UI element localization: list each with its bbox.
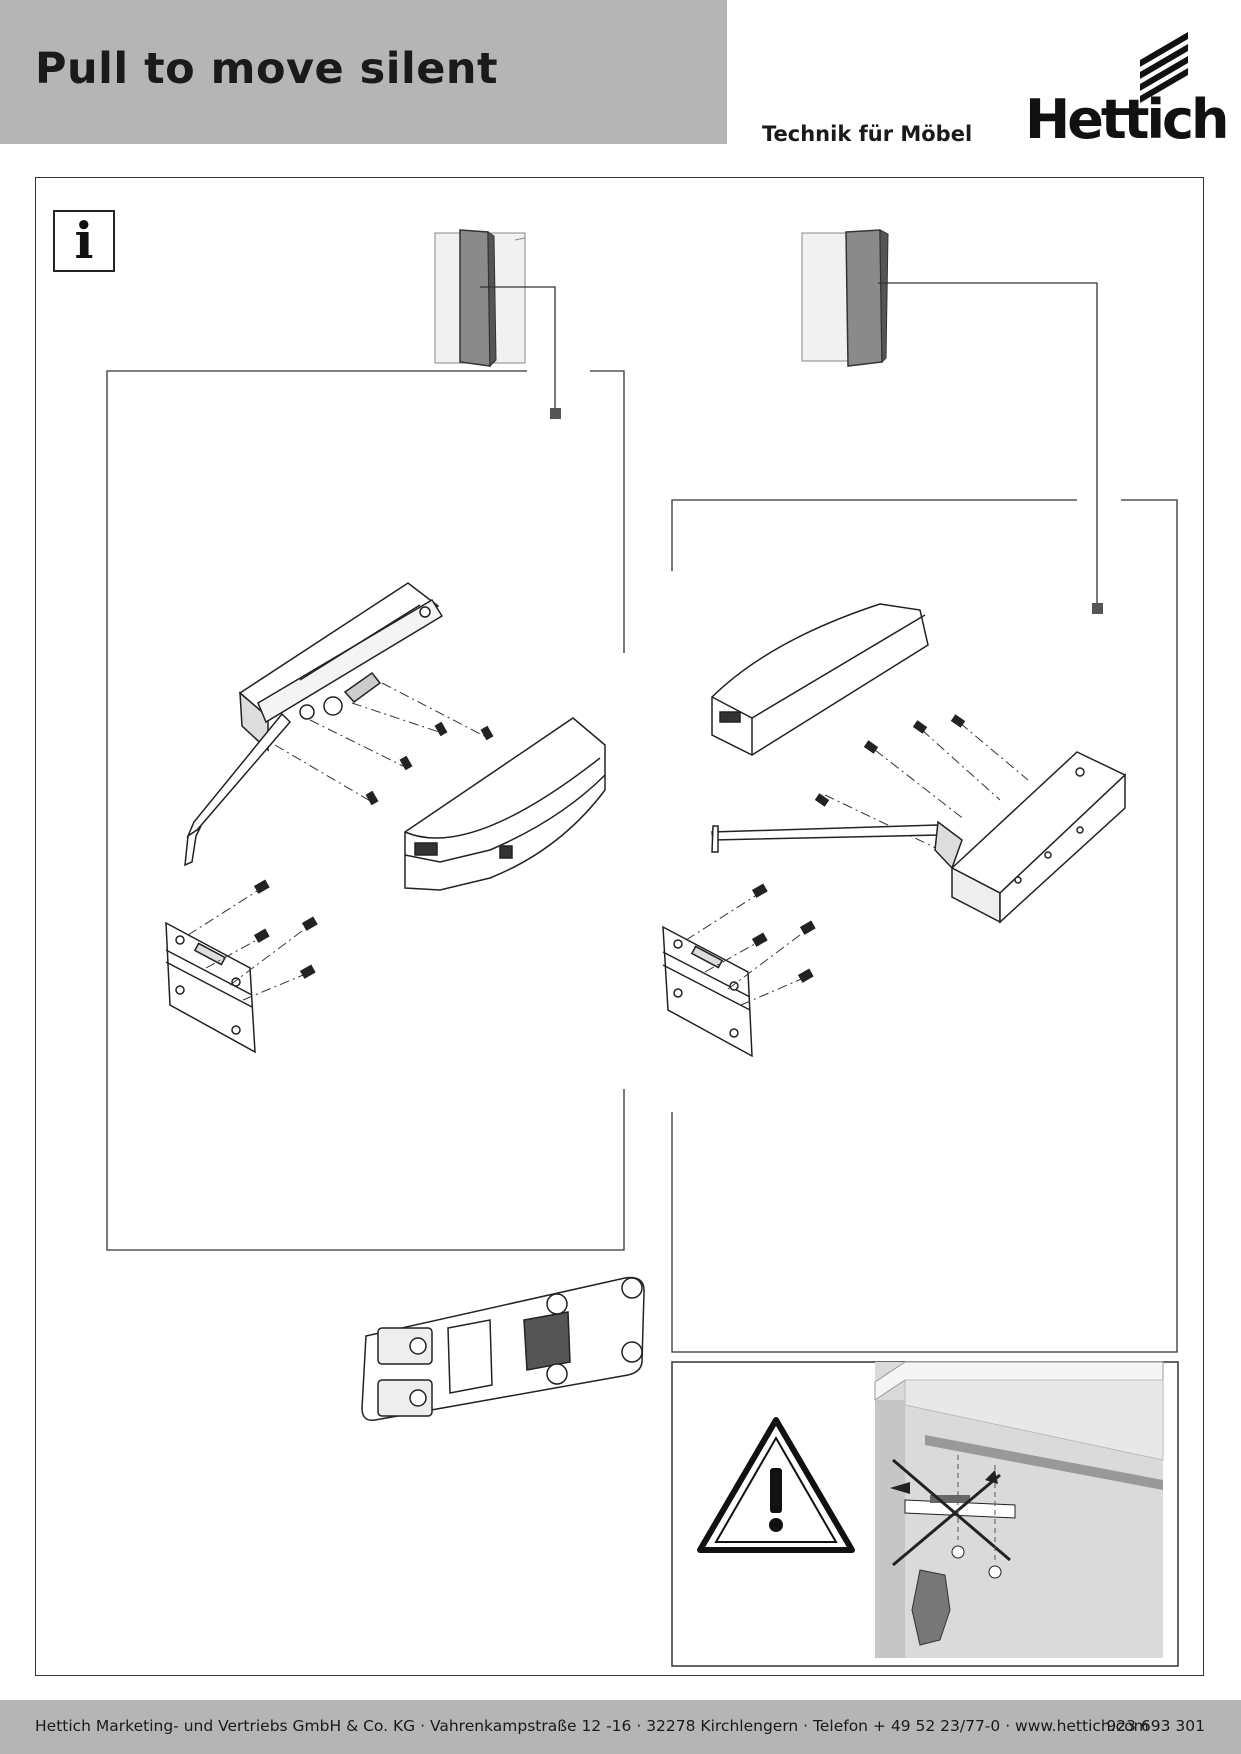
cabinet-door-closed-icon [434,229,526,368]
brand-stripes-icon [1140,32,1188,103]
incorrect-installation-illustration [874,1361,1164,1658]
callout-marker [550,408,561,419]
lift-mechanism-left [184,582,444,867]
lift-mechanism-right [711,751,1127,924]
brand-name: Hettich [1025,88,1229,151]
mounting-plate-right [662,925,753,1058]
callout-marker [1092,603,1103,614]
screws [365,721,494,806]
warning-triangle-icon [697,1417,855,1553]
mounting-plate-left [165,921,256,1054]
footer-address: Hettich Marketing- und Vertriebs GmbH & … [35,1717,1149,1735]
cabinet-door-open-icon [801,229,889,367]
cover-cap-left [404,717,606,891]
cover-cap-right [711,603,929,756]
screws [814,714,966,807]
right-detail-panel [671,499,1178,1353]
info-icon: i [53,210,115,272]
title-bar: Pull to move silent [0,0,727,144]
footer: Hettich Marketing- und Vertriebs GmbH & … [0,1700,1241,1754]
page-title: Pull to move silent [35,44,499,94]
brand-logo: Hettich [1025,32,1229,147]
tagline: Technik für Möbel [762,122,973,146]
mounting-bracket [361,1276,645,1421]
left-detail-panel [106,370,625,1251]
document-number: 923 693 301 [1106,1717,1205,1735]
content-frame [35,177,1204,1676]
